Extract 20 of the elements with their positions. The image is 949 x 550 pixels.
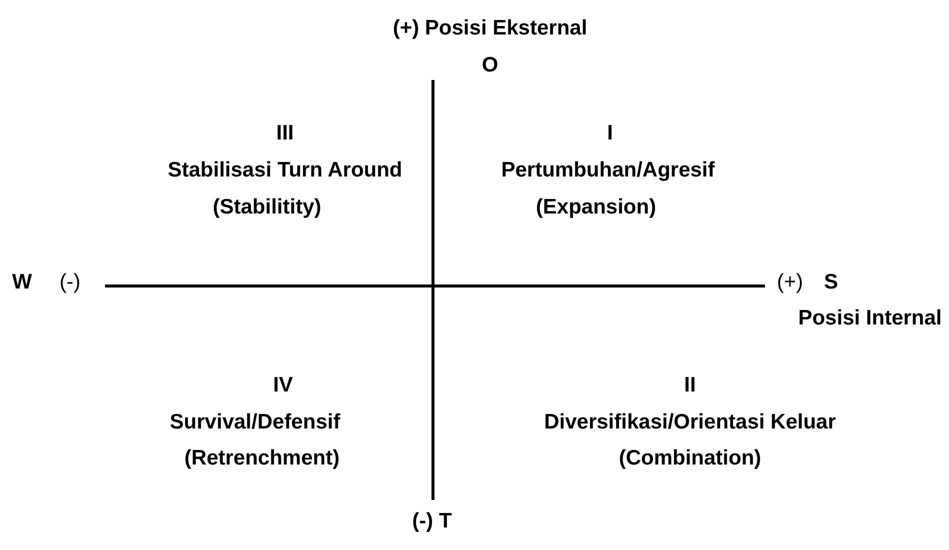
axis-label: (+)	[776, 270, 804, 294]
axis-label: Pertumbuhan/Agresif	[501, 158, 715, 182]
axis-label: (Stabilitity)	[212, 195, 322, 219]
axis-label: (Combination)	[618, 446, 762, 470]
axis-label: Survival/Defensif	[170, 410, 340, 434]
axis-label: III	[276, 121, 294, 145]
axis-label: S	[824, 270, 838, 294]
axis-label: (-) T	[412, 509, 452, 533]
axis-label: (Expansion)	[536, 195, 656, 219]
axis-label: Diversifikasi/Orientasi Keluar	[544, 410, 836, 434]
axis-label: IV	[273, 373, 293, 397]
axis-label: (Retrenchment)	[184, 446, 340, 470]
axis-label: Posisi Internal	[798, 306, 942, 330]
axis-label: I	[607, 121, 613, 145]
axis-label: II	[684, 373, 696, 397]
axis-label: (+) Posisi Eksternal	[392, 16, 588, 40]
axis-label: Stabilisasi Turn Around	[168, 158, 402, 182]
axis-label: O	[482, 53, 498, 77]
axis-label: W	[12, 270, 32, 294]
axis-label: (-)	[60, 270, 80, 294]
